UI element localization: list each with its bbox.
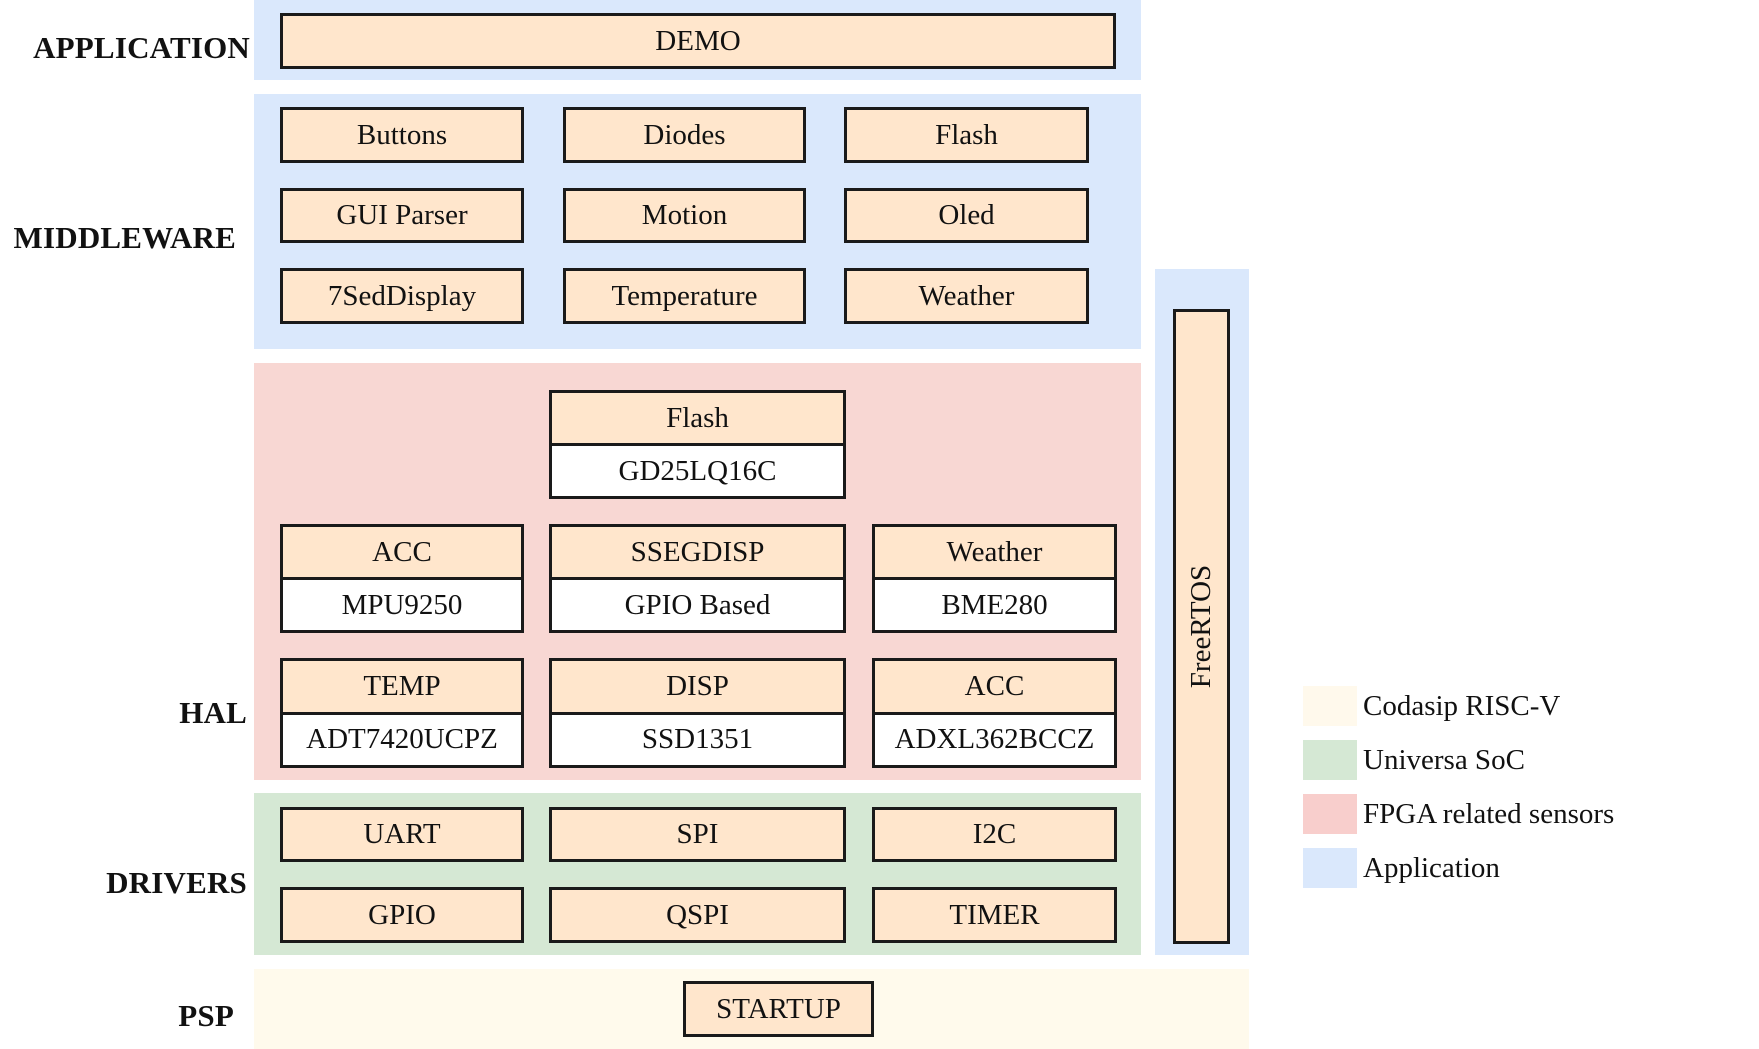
- driver-uart: UART: [280, 807, 524, 862]
- hal-component-part: ADT7420UCPZ: [283, 714, 521, 765]
- hal-component-part: SSD1351: [552, 714, 843, 765]
- legend-item-fpga: FPGA related sensors: [1303, 794, 1614, 834]
- driver-label: GPIO: [368, 898, 436, 931]
- legend-item-codasip: Codasip RISC-V: [1303, 686, 1560, 726]
- middleware-buttons: Buttons: [280, 107, 524, 163]
- hal-component-part: GD25LQ16C: [552, 446, 843, 496]
- layer-label-psp: PSP: [178, 998, 234, 1033]
- layer-label-middleware: MIDDLEWARE: [13, 220, 236, 255]
- hal-component-part: BME280: [875, 580, 1114, 630]
- driver-qspi: QSPI: [549, 887, 846, 943]
- hal-component-name: TEMP: [283, 661, 521, 715]
- driver-timer: TIMER: [872, 887, 1117, 943]
- middleware-item-label: Temperature: [611, 279, 758, 312]
- freertos-label: FreeRTOS: [1185, 564, 1217, 689]
- hal-component-name: ACC: [283, 527, 521, 580]
- legend-label: FPGA related sensors: [1363, 797, 1615, 830]
- middleware-item-label: Flash: [935, 118, 998, 151]
- legend-label: Universa SoC: [1363, 743, 1525, 776]
- freertos-box: FreeRTOS: [1173, 309, 1230, 944]
- legend-label: Codasip RISC-V: [1363, 689, 1561, 722]
- hal-component-part: GPIO Based: [552, 580, 843, 630]
- demo-label: DEMO: [655, 24, 741, 57]
- middleware-item-label: Oled: [938, 199, 995, 231]
- legend-swatch: [1303, 686, 1357, 726]
- hal-temp: TEMP ADT7420UCPZ: [280, 658, 524, 768]
- legend-swatch: [1303, 848, 1357, 888]
- layer-label-application: APPLICATION: [33, 30, 250, 65]
- middleware-item-label: Buttons: [356, 118, 448, 151]
- middleware-diodes: Diodes: [563, 107, 806, 163]
- hal-flash: Flash GD25LQ16C: [549, 390, 846, 499]
- driver-label: I2C: [972, 818, 1017, 850]
- startup-box: STARTUP: [683, 981, 874, 1037]
- middleware-item-label: 7SedDisplay: [327, 279, 477, 312]
- layer-label-hal: HAL: [179, 695, 247, 730]
- legend-swatch: [1303, 740, 1357, 780]
- driver-gpio: GPIO: [280, 887, 524, 943]
- legend-item-application: Application: [1303, 848, 1500, 888]
- hal-acc-mpu9250: ACC MPU9250: [280, 524, 524, 633]
- layer-label-drivers: DRIVERS: [106, 865, 247, 900]
- driver-i2c: I2C: [872, 807, 1117, 862]
- hal-component-name: DISP: [552, 661, 843, 715]
- demo-box: DEMO: [280, 13, 1116, 69]
- driver-label: QSPI: [666, 898, 729, 931]
- middleware-flash: Flash: [844, 107, 1089, 163]
- hal-component-part: MPU9250: [283, 580, 521, 630]
- hal-disp: DISP SSD1351: [549, 658, 846, 768]
- legend-swatch: [1303, 794, 1357, 834]
- middleware-weather: Weather: [844, 268, 1089, 324]
- hal-ssegdisp: SSEGDISP GPIO Based: [549, 524, 846, 633]
- driver-label: TIMER: [949, 898, 1040, 931]
- driver-label: SPI: [676, 818, 719, 850]
- middleware-item-label: GUI Parser: [336, 199, 468, 231]
- hal-acc-adxl362: ACC ADXL362BCCZ: [872, 658, 1117, 768]
- middleware-oled: Oled: [844, 188, 1089, 243]
- hal-component-name: Flash: [552, 393, 843, 446]
- middleware-motion: Motion: [563, 188, 806, 243]
- hal-component-part: ADXL362BCCZ: [875, 714, 1114, 765]
- middleware-item-label: Weather: [918, 279, 1015, 312]
- hal-component-name: Weather: [875, 527, 1114, 580]
- legend-label: Application: [1363, 851, 1500, 884]
- middleware-gui-parser: GUI Parser: [280, 188, 524, 243]
- hal-component-name: ACC: [875, 661, 1114, 715]
- driver-spi: SPI: [549, 807, 846, 862]
- middleware-item-label: Diodes: [643, 118, 726, 151]
- startup-label: STARTUP: [716, 992, 841, 1025]
- legend-item-universa: Universa SoC: [1303, 740, 1525, 780]
- hal-weather: Weather BME280: [872, 524, 1117, 633]
- middleware-item-label: Motion: [641, 199, 728, 231]
- hal-component-name: SSEGDISP: [552, 527, 843, 580]
- driver-label: UART: [363, 818, 441, 850]
- middleware-7seddisplay: 7SedDisplay: [280, 268, 524, 324]
- middleware-temperature: Temperature: [563, 268, 806, 324]
